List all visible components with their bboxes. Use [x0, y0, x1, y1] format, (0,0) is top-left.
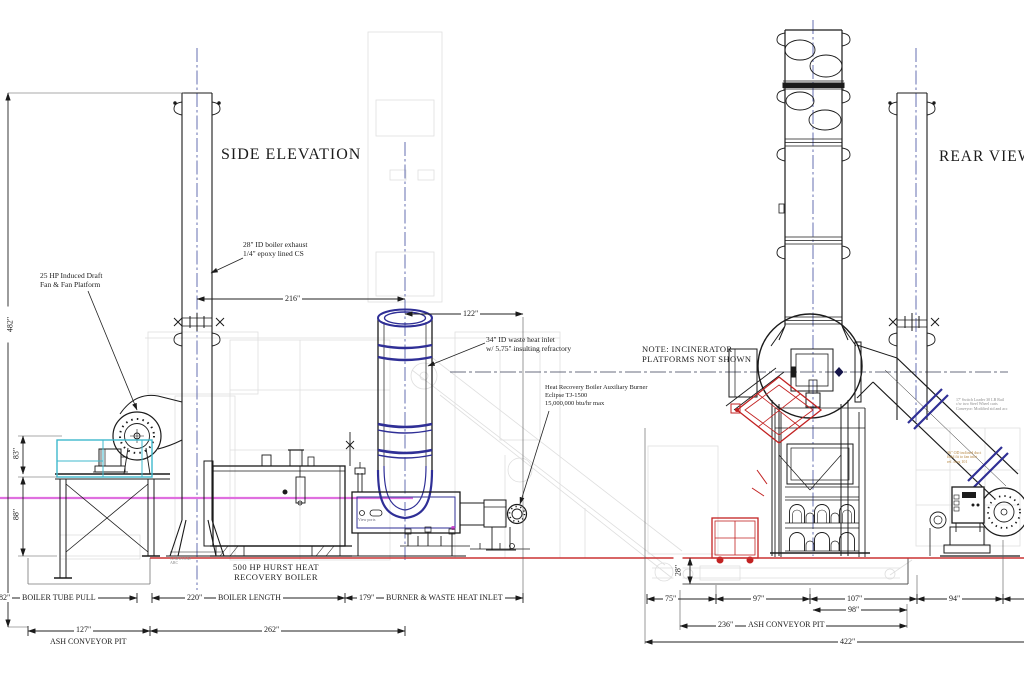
dimension-lines [0, 92, 1024, 645]
leader-lines [87, 257, 550, 505]
label-boiler-length: BOILER LENGTH [216, 593, 283, 602]
label-ash-conveyor-pit-left: ASH CONVEYOR PIT [50, 637, 127, 646]
hurst-boiler-label: 500 HP HURST HEAT RECOVERY BOILER [233, 562, 319, 583]
induced-draft-fan [93, 411, 162, 475]
dim-75: 75" [663, 594, 679, 603]
dim-28-pit-depth: 28" [673, 556, 683, 585]
side-elevation-title: SIDE ELEVATION [221, 146, 362, 163]
dim-262: 262" [262, 625, 282, 634]
inclined-duct [854, 341, 1019, 499]
dim-82: 82" [0, 593, 13, 602]
dim-422: 422" [838, 637, 858, 646]
rail-note: 17' Switch Loader 30 LB Rail c/w two Ste… [956, 397, 1008, 411]
dim-122: 122" [461, 309, 481, 318]
callout-fan-platform: 25 HP Induced Draft Fan & Fan Platform [40, 271, 103, 289]
incinerator-body [725, 367, 870, 557]
dim-94: 94" [947, 594, 963, 603]
platforms-note: NOTE: INCINERATOR PLATFORMS NOT SHOWN [642, 344, 752, 365]
dim-98: 98" [846, 605, 862, 614]
dim-127: 127" [74, 625, 94, 634]
centerlines [196, 20, 917, 590]
extension-lines [8, 92, 1004, 644]
callout-boiler-exhaust: 28" ID boiler exhaust 1/4" epoxy lined C… [243, 240, 308, 258]
platform-cyan-outline [56, 439, 153, 478]
label-ash-conveyor-pit-rear: ASH CONVEYOR PIT [746, 620, 827, 629]
fan-platform [54, 473, 170, 579]
label-boiler-tube-pull: BOILER TUBE PULL [20, 593, 98, 602]
dim-216: 216" [283, 294, 303, 303]
rear-stack [888, 92, 940, 420]
duct-note: 36" OD inclined duct field fit to fan in… [947, 450, 982, 464]
dim-88: 88" [11, 500, 21, 529]
burner-housing [350, 462, 530, 557]
callout-waste-heat-inlet: 34" ID waste heat inlet w/ 5.75" insulti… [486, 335, 572, 353]
dim-236: 236" [716, 620, 736, 629]
dim-97: 97" [751, 594, 767, 603]
view-ports-note: View ports [358, 517, 376, 522]
main-stack [770, 29, 857, 347]
cyclone-dome [728, 313, 863, 419]
dim-179: 179" [357, 593, 377, 602]
label-burner-waste-heat-inlet: BURNER & WASTE HEAT INLET [384, 593, 505, 602]
dim-220: 220" [185, 593, 205, 602]
dim-107: 107" [845, 594, 865, 603]
dim-83: 83" [11, 439, 21, 468]
callout-aux-burner: Heat Recovery Boiler Auxiliary Burner Ec… [545, 384, 648, 407]
dim-482: 482" [5, 306, 15, 343]
rear-view-title: REAR VIEW [939, 148, 1024, 165]
feed-hopper-red [730, 376, 823, 497]
waste-heat-inlet-pipe [376, 308, 434, 520]
left-pit-outline [27, 558, 151, 585]
side-stack [119, 92, 228, 557]
stack-base-note: GARWOOD ARC [170, 556, 191, 566]
ash-cart-red [711, 517, 759, 564]
heat-recovery-boiler [203, 432, 355, 557]
control-panel [951, 486, 985, 532]
